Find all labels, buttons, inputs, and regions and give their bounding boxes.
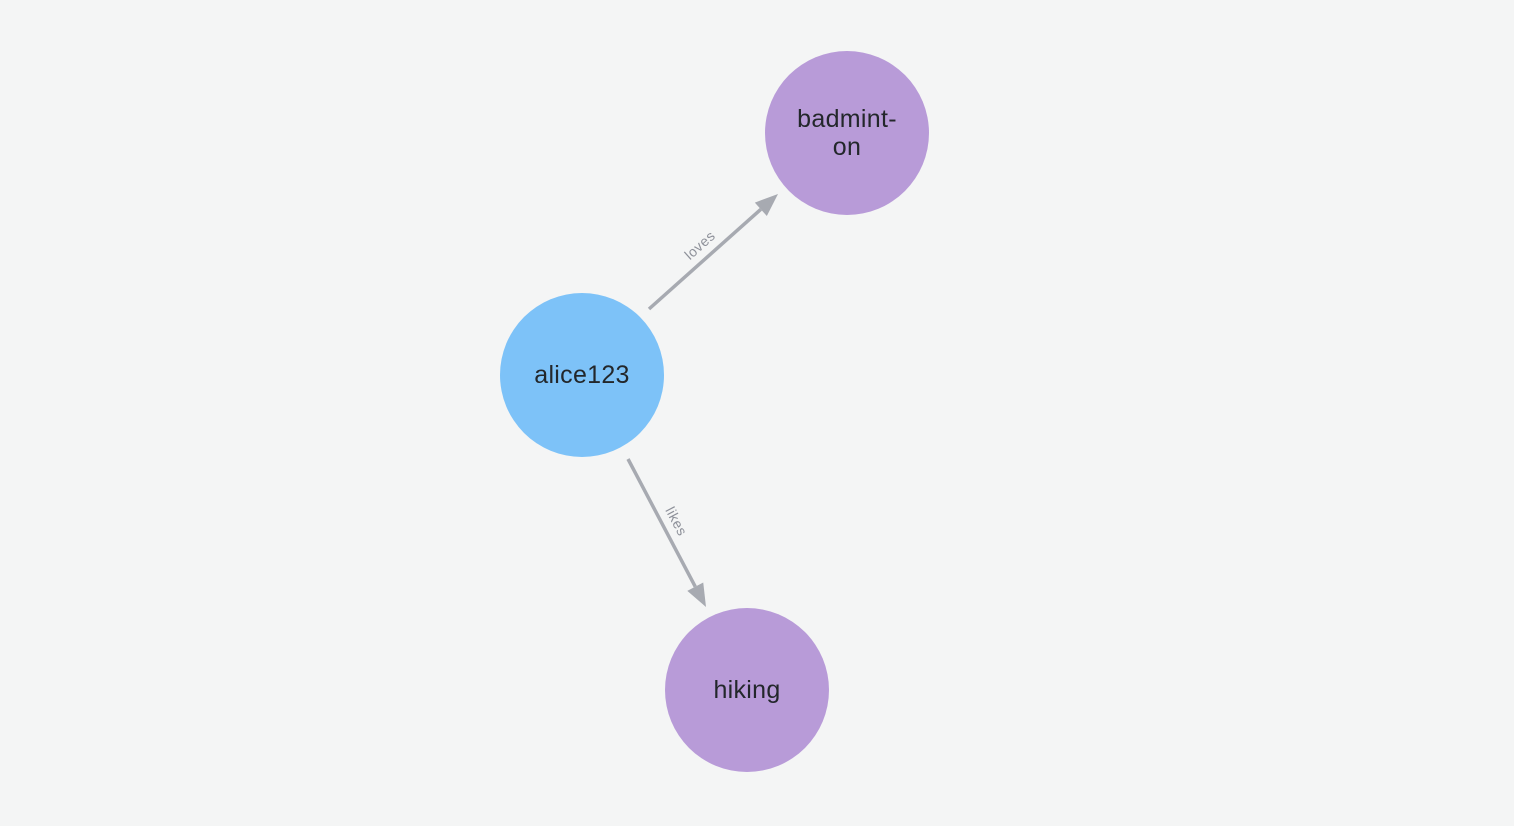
edge-arrowhead: [754, 194, 778, 217]
node-alice123[interactable]: alice123: [500, 293, 664, 457]
node-label: alice123: [534, 361, 630, 389]
node-label: hiking: [713, 676, 780, 704]
node-label: badmint-on: [797, 105, 897, 161]
node-label-line: badmint-: [797, 105, 897, 133]
edge-line[interactable]: [626, 458, 697, 588]
edge-arrowhead: [687, 582, 706, 607]
node-label-line: on: [832, 133, 862, 161]
node-label-line: alice123: [534, 361, 630, 389]
node-badminton[interactable]: badmint-on: [765, 51, 929, 215]
edge-loves[interactable]: loves: [647, 194, 778, 311]
node-hiking[interactable]: hiking: [665, 608, 829, 772]
edge-likes[interactable]: likes: [626, 458, 706, 607]
edge-line[interactable]: [647, 207, 762, 311]
node-label-line: hiking: [713, 676, 781, 704]
edge-label[interactable]: loves: [681, 227, 718, 262]
